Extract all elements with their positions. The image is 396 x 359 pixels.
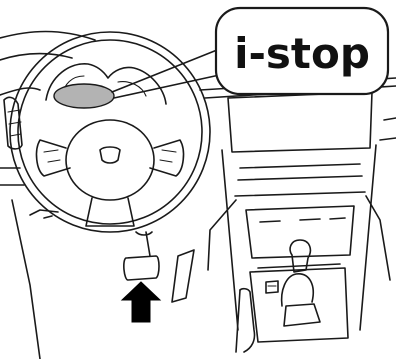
i-stop-indicator-icon (54, 84, 114, 108)
callout-label: i-stop (234, 29, 370, 78)
callout-bubble: i-stop (216, 8, 388, 94)
steering-column (12, 200, 58, 359)
brake-pedal (124, 232, 159, 280)
accelerator-pedal (172, 250, 194, 302)
callout-pointer (112, 48, 224, 98)
up-arrow-icon (122, 282, 160, 322)
steering-wheel (10, 32, 210, 232)
driver-hand (236, 289, 255, 352)
center-console (208, 92, 396, 330)
